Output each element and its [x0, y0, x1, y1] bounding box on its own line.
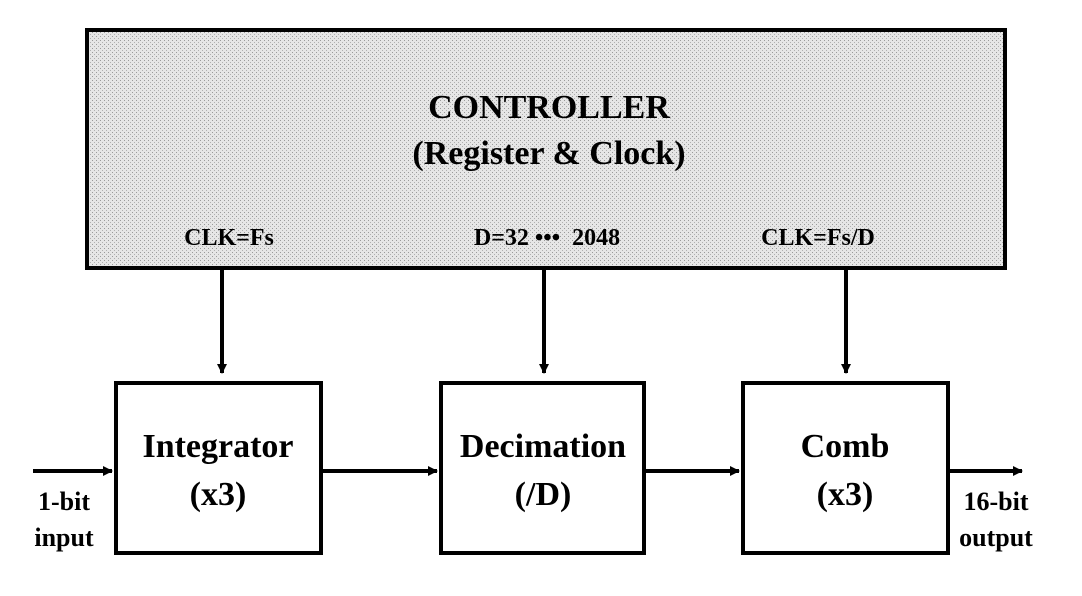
controller-subtitle: (Register & Clock) — [412, 135, 685, 172]
clk-fs-label: CLK=Fs — [184, 225, 274, 251]
comb-order-label: (x3) — [817, 476, 874, 513]
clk-fs-d-label: CLK=Fs/D — [761, 225, 875, 251]
integrator-order-label: (x3) — [190, 476, 247, 513]
output-bitwidth-label: 16-bit — [964, 487, 1029, 516]
decimation-label: Decimation — [460, 428, 626, 465]
controller-box: CONTROLLER (Register & Clock) CLK=Fs D=3… — [85, 28, 1007, 270]
decimation-block: Decimation (/D) — [439, 381, 646, 555]
input-label: input — [34, 523, 94, 552]
decimation-factor-label: D=32 ••• 2048 — [474, 225, 620, 251]
comb-label: Comb — [801, 428, 890, 465]
output-label: output — [959, 523, 1033, 552]
input-bitwidth-label: 1-bit — [38, 487, 90, 516]
decimation-factor-block-label: (/D) — [515, 476, 572, 513]
comb-block: Comb (x3) — [741, 381, 950, 555]
integrator-block: Integrator (x3) — [114, 381, 323, 555]
integrator-label: Integrator — [142, 428, 293, 465]
controller-title: CONTROLLER — [428, 89, 670, 126]
